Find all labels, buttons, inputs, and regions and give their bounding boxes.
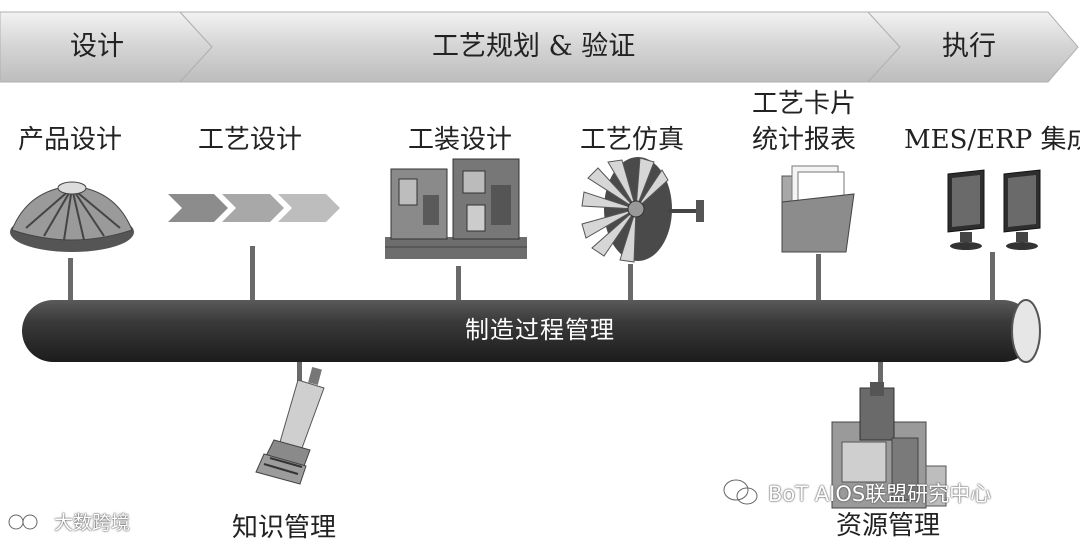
connector-mes-erp [990,252,995,300]
turbine-engine-icon [581,157,704,263]
phase-segment-execution [866,11,1079,83]
phase-arrow-bar [0,11,1079,83]
folder-documents-icon [781,165,855,253]
watermark-left: 大数跨境 [8,508,130,535]
watermark-right-text: BoT AIOS联盟研究中心 [768,482,992,506]
item-label-process-design: 工艺设计 [198,125,303,155]
connector-knowledge [297,362,302,394]
connector-product-design [68,258,73,300]
process-chevrons-icon [168,194,340,222]
connector-process-cards [816,254,821,300]
watermark-right: BoT AIOS联盟研究中心 [722,478,991,508]
item-label-process-cards: 工艺卡片 统计报表 [752,88,856,157]
connector-process-simulation [628,264,633,300]
connector-process-design [250,246,255,300]
item-label-tooling-design: 工装设计 [408,125,513,155]
item-label-process-cards-line1: 工艺卡片 [752,89,857,119]
wechat-icon [722,478,759,506]
monitor-left [947,169,985,250]
item-label-process-cards-line2: 统计报表 [752,125,857,155]
connector-tooling-design [456,266,461,300]
watermark-left-text: 大数跨境 [54,512,131,534]
phase-label-execution: 执行 [942,31,996,62]
tooling-fixture-icon [385,158,527,259]
connector-resource [878,362,883,390]
monitors-icon [947,169,1041,250]
product-part-icon [10,181,134,252]
process-management-pipe [22,299,1041,363]
tool-holder-icon [255,366,325,485]
item-label-resource-management: 资源管理 [836,511,941,541]
phase-label-planning: 工艺规划 & 验证 [432,31,636,62]
item-label-product-design: 产品设计 [18,125,123,155]
machine-tool-icon [831,382,947,509]
phase-label-design: 设计 [70,31,124,62]
item-label-knowledge-management: 知识管理 [232,513,337,543]
pipe-label: 制造过程管理 [465,316,615,344]
item-label-mes-erp: MES/ERP 集成 [904,125,1080,155]
watermark-logo-icon [8,513,39,530]
monitor-right [1003,169,1041,250]
item-label-process-simulation: 工艺仿真 [580,125,685,155]
